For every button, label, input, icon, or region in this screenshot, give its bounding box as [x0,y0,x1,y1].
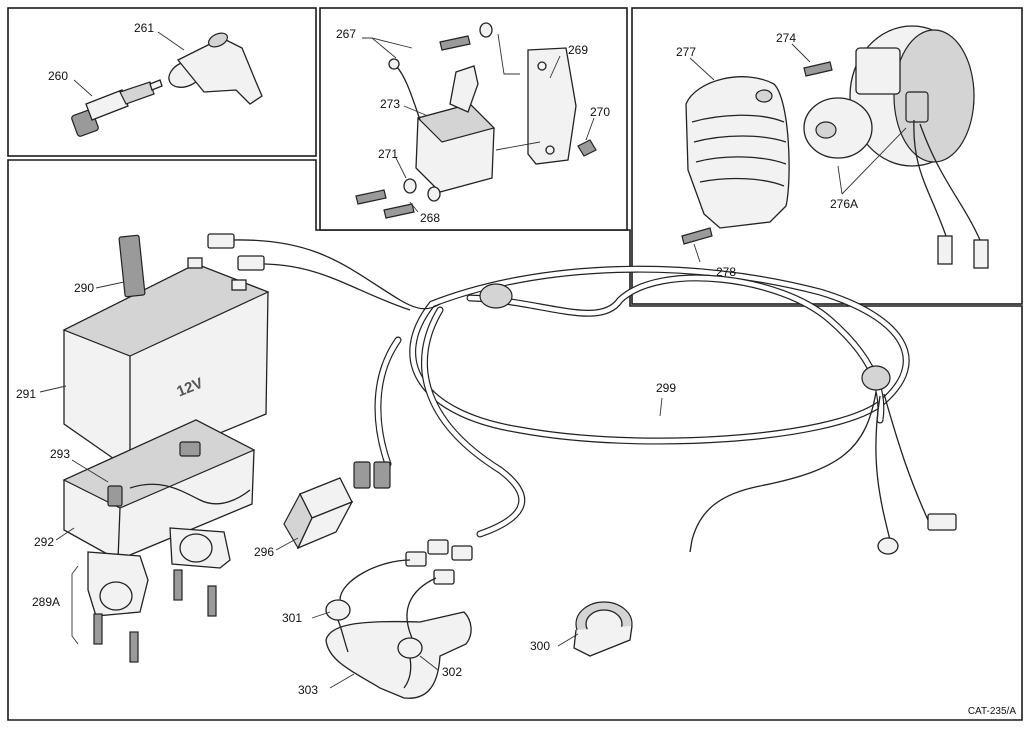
flywheel-cover [685,76,790,229]
stator-rotor [803,97,873,159]
label-267: 267 [336,27,356,41]
label-270: 270 [590,105,610,119]
label-273: 273 [380,97,400,111]
panel-spark-plug-frame [7,7,317,157]
ignition-coil [388,58,496,193]
label-296: 296 [254,545,274,559]
label-260: 260 [48,69,68,83]
flywheel [849,25,975,167]
catalog-code: CAT-235/A [968,706,1016,717]
label-303: 303 [298,683,318,697]
label-269: 269 [568,43,588,57]
coil-screws [355,22,597,219]
stator-screws [681,61,833,245]
velcro-tape-roll [573,601,633,657]
spark-plug-cap [168,32,263,105]
label-300: 300 [530,639,550,653]
label-276a: 276A [830,197,858,211]
harness-connectors [353,461,473,585]
label-274: 274 [776,31,796,45]
label-290: 290 [74,281,94,295]
wiring-harness [207,233,957,555]
coil-bracket [527,47,577,165]
battery: 12V [62,234,270,471]
label-278: 278 [716,265,736,279]
label-301: 301 [282,611,302,625]
clamps [87,527,231,663]
relay [283,477,354,550]
label-302: 302 [442,665,462,679]
label-261: 261 [134,21,154,35]
switch-panel [325,559,472,699]
battery-box [62,419,256,561]
label-277: 277 [676,45,696,59]
label-292: 292 [34,535,54,549]
label-268: 268 [420,211,440,225]
label-293: 293 [50,447,70,461]
label-271: 271 [378,147,398,161]
label-289a: 289A [32,595,60,609]
label-299: 299 [656,381,676,395]
spark-plug [71,79,163,137]
stator-leads [913,119,989,269]
label-291: 291 [16,387,36,401]
